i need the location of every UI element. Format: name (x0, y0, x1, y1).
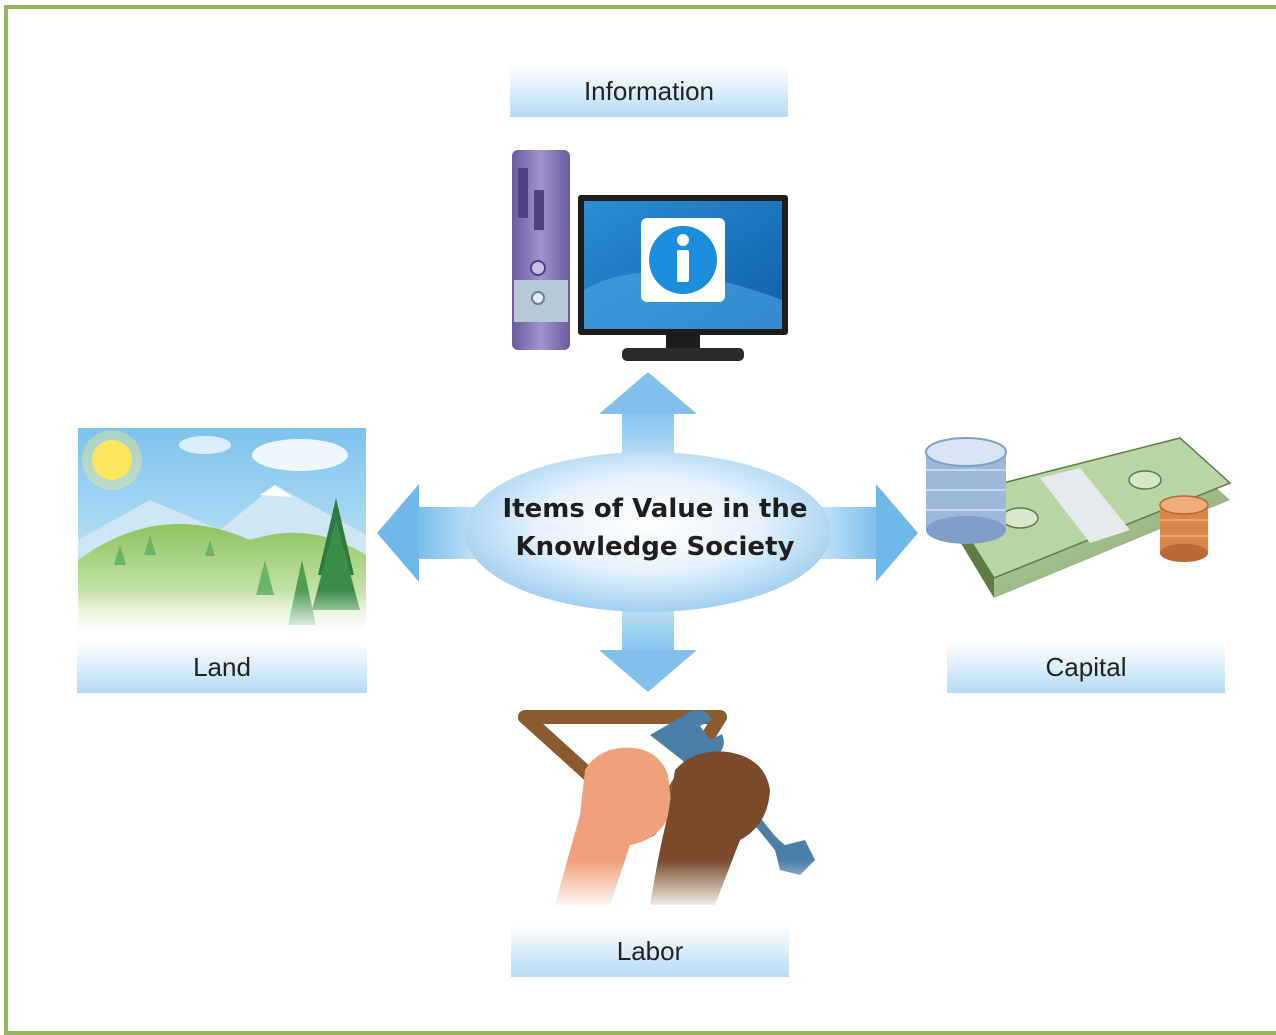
landscape-icon (78, 428, 366, 634)
label-capital-text: Capital (1045, 651, 1127, 682)
label-land-text: Land (193, 651, 251, 682)
label-land: Land (77, 641, 367, 693)
money-icon (925, 437, 1232, 598)
hands-tools-icon (518, 710, 820, 910)
center-title-line2: Knowledge Society (515, 532, 795, 562)
computer-info-icon (512, 150, 788, 361)
label-labor: Labor (511, 925, 789, 977)
center-title: Items of Value in the Knowledge Society (470, 490, 840, 566)
label-information: Information (510, 65, 788, 117)
center-title-line1: Items of Value in the (502, 494, 808, 524)
label-information-text: Information (583, 75, 715, 106)
copper-coins-icon (1159, 495, 1209, 562)
silver-coins-icon (925, 437, 1007, 544)
label-labor-text: Labor (616, 935, 684, 966)
center-ellipse (465, 452, 831, 612)
label-capital: Capital (947, 641, 1225, 693)
